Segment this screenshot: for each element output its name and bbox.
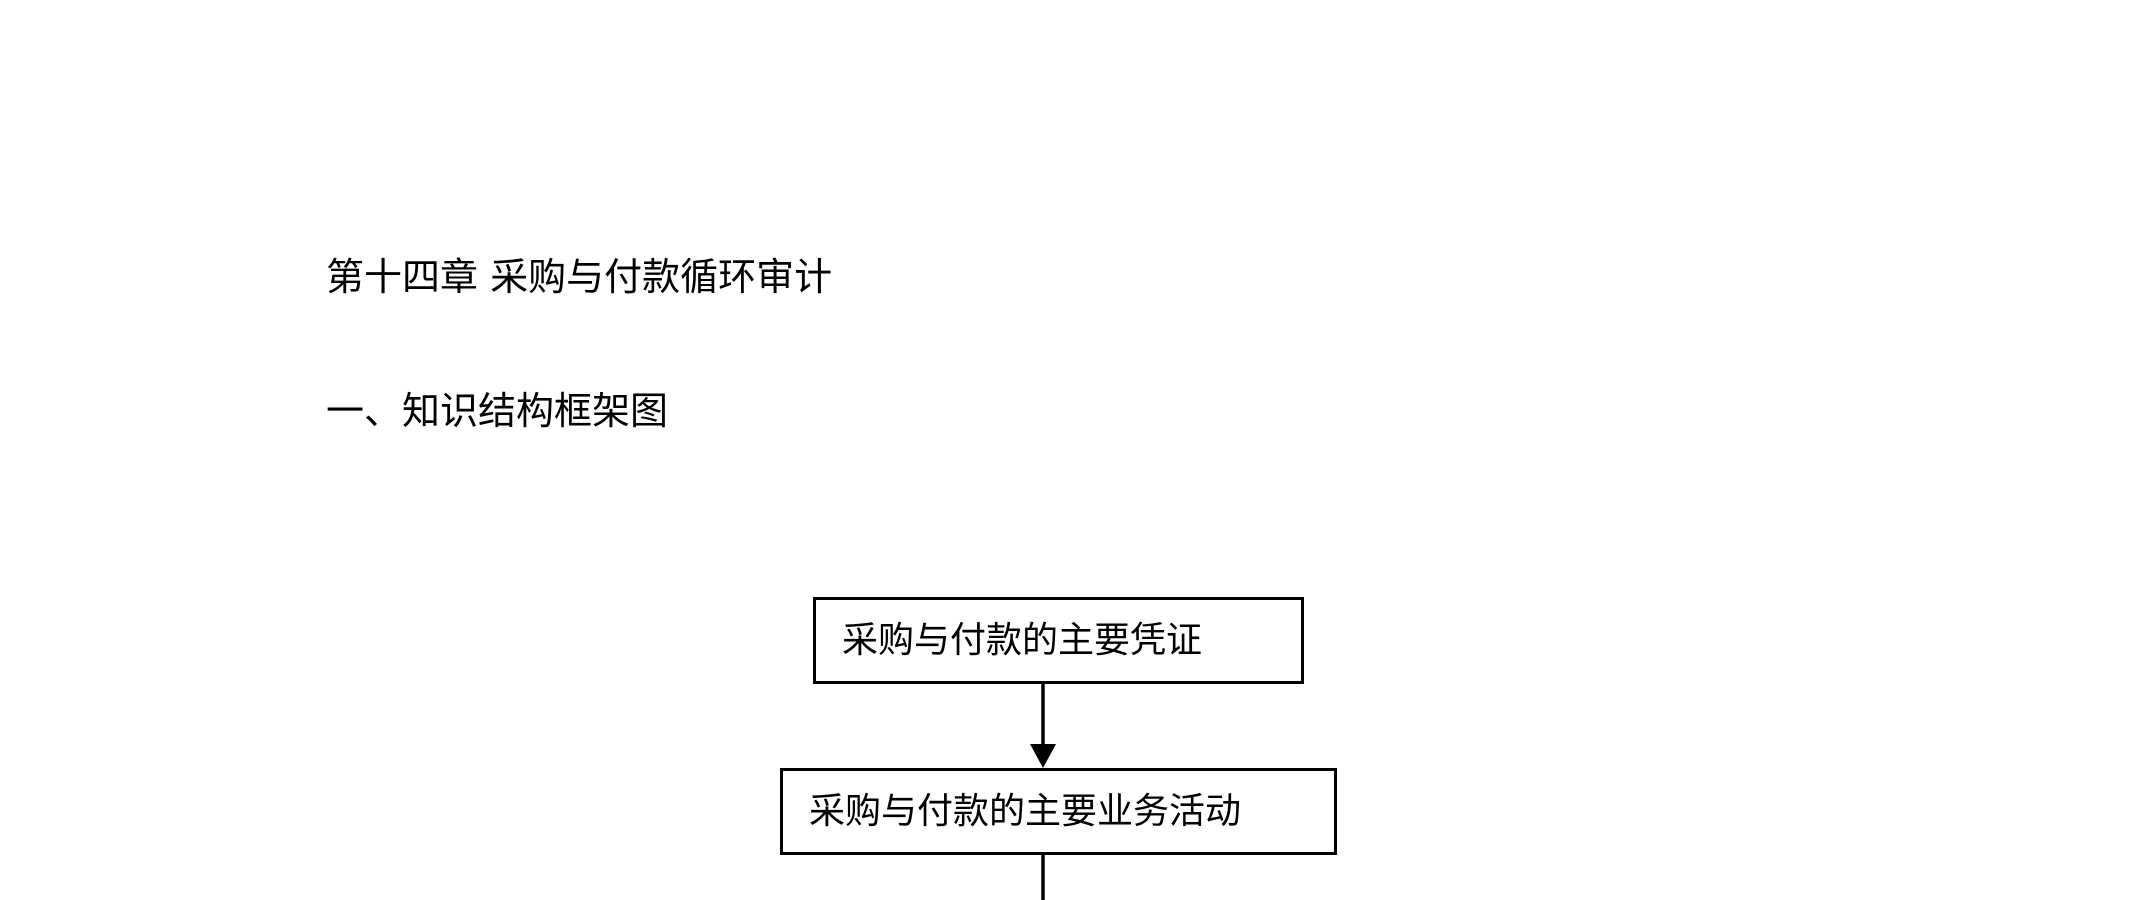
- flow-node-purchase-payment-documents: 采购与付款的主要凭证: [813, 597, 1304, 684]
- chapter-title: 第十四章 采购与付款循环审计: [326, 255, 833, 299]
- arrow-box1-to-box2: [1030, 684, 1056, 768]
- flow-node-purchase-payment-activities: 采购与付款的主要业务活动: [780, 768, 1337, 855]
- section-title: 一、知识结构框架图: [326, 389, 669, 433]
